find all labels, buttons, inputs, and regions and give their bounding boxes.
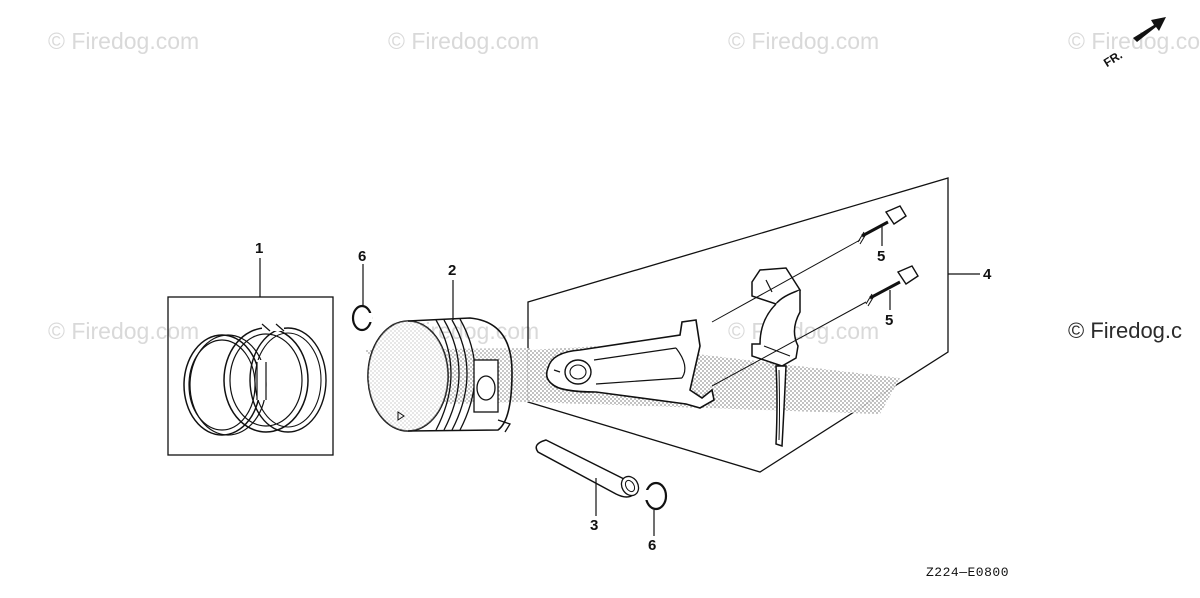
callout-clip-upper: 6 bbox=[358, 248, 367, 265]
callout-bolt-upper: 5 bbox=[877, 248, 886, 265]
piston-rings-part bbox=[167, 296, 334, 456]
callout-piston-pin: 3 bbox=[590, 517, 599, 534]
piston-pin-part bbox=[535, 439, 640, 498]
callout-piston: 2 bbox=[448, 262, 457, 279]
connecting-rod-part bbox=[545, 319, 715, 409]
alignment-line bbox=[711, 301, 867, 387]
callout-connecting-rod: 4 bbox=[983, 266, 992, 283]
alignment-line bbox=[711, 239, 861, 323]
connecting-rod-cap-part bbox=[751, 267, 802, 448]
watermark: © Firedog.com bbox=[728, 28, 880, 54]
callout-bolt-lower: 5 bbox=[885, 312, 894, 329]
watermark: © Firedog.com bbox=[48, 318, 200, 344]
callout-piston-rings: 1 bbox=[255, 240, 264, 257]
watermark-strong: © Firedog.c bbox=[1068, 318, 1183, 343]
piston-part bbox=[367, 317, 513, 433]
front-arrow-icon bbox=[1133, 17, 1166, 42]
watermark: © Firedog.com bbox=[1068, 28, 1200, 54]
piston-pin-clip-part bbox=[644, 481, 668, 511]
watermark: © Firedog.com bbox=[728, 318, 880, 344]
callout-clip-lower: 6 bbox=[648, 537, 657, 554]
bolt-part bbox=[865, 265, 919, 307]
diagram-code: Z224—E0800 bbox=[926, 565, 1010, 580]
watermark: © Firedog.com bbox=[48, 28, 200, 54]
piston-pin-clip-part bbox=[351, 304, 373, 332]
watermark: © Firedog.com bbox=[388, 28, 540, 54]
